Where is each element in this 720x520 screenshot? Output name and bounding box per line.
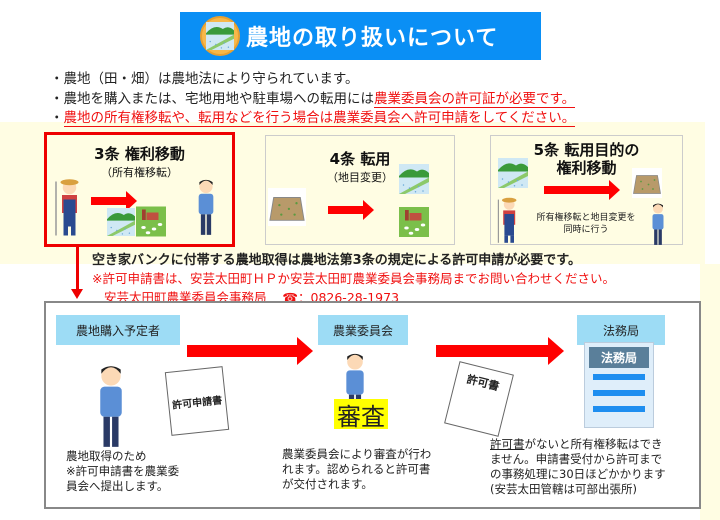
step-committee-description: 農業委員会により審査が行われます。認められると許可書が交付されます。 — [282, 447, 432, 491]
down-arrow-icon — [76, 247, 79, 291]
article-5-card: 5条 転用目的の権利移動 所有権移転と地目変更を同時に行う — [490, 135, 683, 245]
paddy-illustration — [399, 164, 429, 194]
legal-bureau-building-icon: 法務局 — [584, 342, 654, 428]
paddy-illustration — [498, 158, 528, 188]
bullet-3: ・農地の所有権移転や、転用などを行う場合は農業委員会へ許可申請をしてください。 — [50, 110, 576, 127]
flow-arrow-icon — [436, 337, 564, 365]
bullet-2: ・農地を購入または、宅地用地や駐車場への転用には農業委員会の許可証が必要です。 — [50, 91, 576, 108]
article-3-card: 3条 権利移動 （所有権移転） — [44, 132, 235, 247]
farm-illustration — [399, 206, 429, 238]
down-arrowhead — [71, 289, 83, 299]
article-4-sub: （地目変更） — [327, 171, 393, 184]
permit-document-icon: 許可書 — [444, 361, 514, 437]
person-illustration — [195, 173, 217, 241]
arrow-icon — [91, 191, 137, 211]
person-illustration — [649, 202, 667, 246]
step-buyer-description: 農地取得のため※許可申請書を農業委員会へ提出します。 — [66, 449, 180, 493]
application-form-icon: 許可申請書 — [164, 366, 230, 436]
notice-note: ※許可申請書は、安芸太田町ＨＰか安芸太田町農業委員会事務局までお問い合わせくださ… — [92, 271, 615, 286]
page-title: 農地の取り扱いについて — [246, 26, 499, 51]
step-bureau-description: 許可書がないと所有権移転はできません。申請書受付から許可までの事務処理に30日ほ… — [490, 437, 666, 496]
article-4-title: 4条 転用 — [329, 150, 391, 168]
bureau-sign: 法務局 — [589, 347, 649, 368]
field-illustration — [629, 168, 665, 198]
page-title-banner: 農地の取り扱いについて — [180, 12, 541, 60]
step-buyer-label: 農地購入予定者 — [56, 315, 180, 345]
flow-arrow-icon — [187, 337, 313, 365]
bullet-1: ・農地（田・畑）は農地法により守られています。 — [50, 71, 359, 87]
article-4-card: 4条 転用 （地目変更） — [265, 135, 455, 245]
article-5-title: 5条 転用目的の権利移動 — [533, 141, 640, 177]
review-badge: 審査 — [334, 399, 388, 431]
article-5-note: 所有権移転と地目変更を同時に行う — [536, 213, 636, 235]
notice-main: 空き家バンクに付帯する農地取得は農地法第3条の規定による許可申請が必要です。 — [92, 253, 582, 268]
farmer-illustration — [493, 196, 523, 244]
applicant-illustration — [86, 363, 136, 449]
right-background — [700, 264, 720, 520]
step-bureau-label: 法務局 — [577, 315, 665, 345]
farm-illustration — [136, 205, 166, 238]
arrow-icon — [544, 180, 620, 200]
farmland-icon — [200, 16, 240, 56]
arrow-icon — [328, 200, 374, 220]
paddy-illustration — [107, 207, 135, 237]
article-3-title: 3条 権利移動 — [94, 145, 185, 163]
field-illustration — [268, 188, 306, 226]
procedure-flow: 農地購入予定者 農業委員会 法務局 許可申請書 審査 許可書 法務局 農地取得の… — [44, 301, 701, 509]
article-3-sub: （所有権移転） — [101, 166, 178, 179]
step-committee-label: 農業委員会 — [318, 315, 408, 345]
farmer-illustration — [53, 173, 83, 241]
